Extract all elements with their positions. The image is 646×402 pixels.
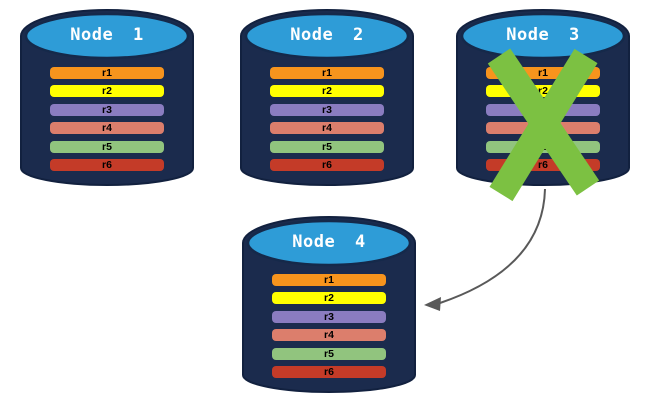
record-bar: r3	[486, 103, 600, 116]
node-title: Node 4	[292, 232, 366, 252]
node-1: Node 1 r1 r2 r3 r4 r5 r6	[19, 8, 195, 190]
record-bar: r6	[50, 158, 164, 171]
record-bar: r5	[50, 140, 164, 153]
cylinder-top	[24, 12, 190, 60]
record-bar: r1	[50, 67, 164, 79]
record-list: r1 r2 r3 r4 r5 r6	[50, 67, 164, 171]
record-list: r1 r2 r3 r4 r5 r6	[486, 67, 600, 171]
record-bar: r4	[486, 122, 600, 135]
record-bar: r5	[486, 140, 600, 153]
node-3: Node 3 r1 r2 r3 r4 r5 r6	[455, 8, 631, 190]
record-bar: r2	[272, 292, 386, 305]
record-list: r1 r2 r3 r4 r5 r6	[270, 67, 384, 171]
record-bar: r1	[270, 67, 384, 79]
record-bar: r2	[270, 85, 384, 98]
record-bar: r4	[50, 122, 164, 135]
record-bar: r6	[270, 158, 384, 171]
node-4: Node 4 r1 r2 r3 r4 r5 r6	[241, 215, 417, 397]
node-title: Node 1	[70, 25, 144, 45]
record-bar: r2	[486, 85, 600, 98]
record-bar: r6	[486, 158, 600, 171]
replication-arrow	[439, 188, 546, 304]
record-bar: r3	[272, 310, 386, 323]
record-bar: r3	[270, 103, 384, 116]
record-bar: r1	[486, 67, 600, 79]
record-bar: r4	[270, 122, 384, 135]
node-title: Node 3	[506, 25, 580, 45]
record-bar: r5	[270, 140, 384, 153]
record-bar: r5	[272, 347, 386, 360]
cylinder-top	[244, 12, 410, 60]
node-title: Node 2	[290, 25, 364, 45]
cylinder-top	[246, 219, 412, 267]
record-bar: r2	[50, 85, 164, 98]
replication-arrowhead	[424, 297, 441, 311]
record-bar: r6	[272, 365, 386, 378]
record-bar: r1	[272, 274, 386, 286]
record-bar: r4	[272, 329, 386, 342]
node-2: Node 2 r1 r2 r3 r4 r5 r6	[239, 8, 415, 190]
record-list: r1 r2 r3 r4 r5 r6	[272, 274, 386, 378]
record-bar: r3	[50, 103, 164, 116]
